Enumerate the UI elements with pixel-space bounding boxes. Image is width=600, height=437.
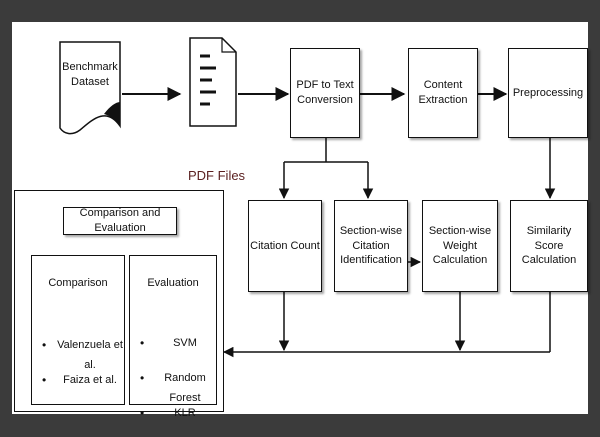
comparison-item: Valenzuela et al.: [42, 335, 124, 371]
benchmark-dataset-shape: [59, 41, 121, 135]
similarity-score-box: Similarity Score Calculation: [510, 200, 588, 292]
comparison-evaluation-panel: Comparison and Evaluation Comparison Val…: [14, 190, 224, 423]
flow-diagram: Benchmark Dataset PDF Files PDF to Text …: [12, 22, 588, 423]
evaluation-item: KLR: [140, 403, 216, 423]
evaluation-item: Random Forest: [140, 368, 216, 404]
section-citation-box: Section-wise Citation Identification: [334, 200, 408, 292]
evaluation-list: SVM Random Forest KLR: [140, 318, 216, 437]
evaluation-title: Evaluation: [147, 277, 199, 289]
benchmark-dataset-label: Benchmark Dataset: [62, 61, 118, 88]
comparison-list: Valenzuela et al. Faiza et al.: [42, 320, 124, 405]
diagram-edges: [59, 37, 556, 358]
preprocessing-box: Preprocessing: [508, 48, 588, 138]
content-extraction-box: Content Extraction: [408, 48, 478, 138]
pdf-to-text-box: PDF to Text Conversion: [290, 48, 360, 138]
comparison-item: Faiza et al.: [42, 370, 124, 390]
evaluation-box: Evaluation SVM Random Forest KLR: [129, 255, 217, 423]
pdf-document-icon: [189, 37, 237, 127]
pdf-files-caption: PDF Files: [188, 168, 246, 183]
evaluation-item: SVM: [140, 333, 216, 353]
section-weight-box: Section-wise Weight Calculation: [422, 200, 498, 292]
panel-title: Comparison and Evaluation: [63, 207, 177, 235]
comparison-box: Comparison Valenzuela et al. Faiza et al…: [31, 255, 125, 405]
citation-count-box: Citation Count: [248, 200, 322, 292]
comparison-title: Comparison: [48, 277, 108, 289]
